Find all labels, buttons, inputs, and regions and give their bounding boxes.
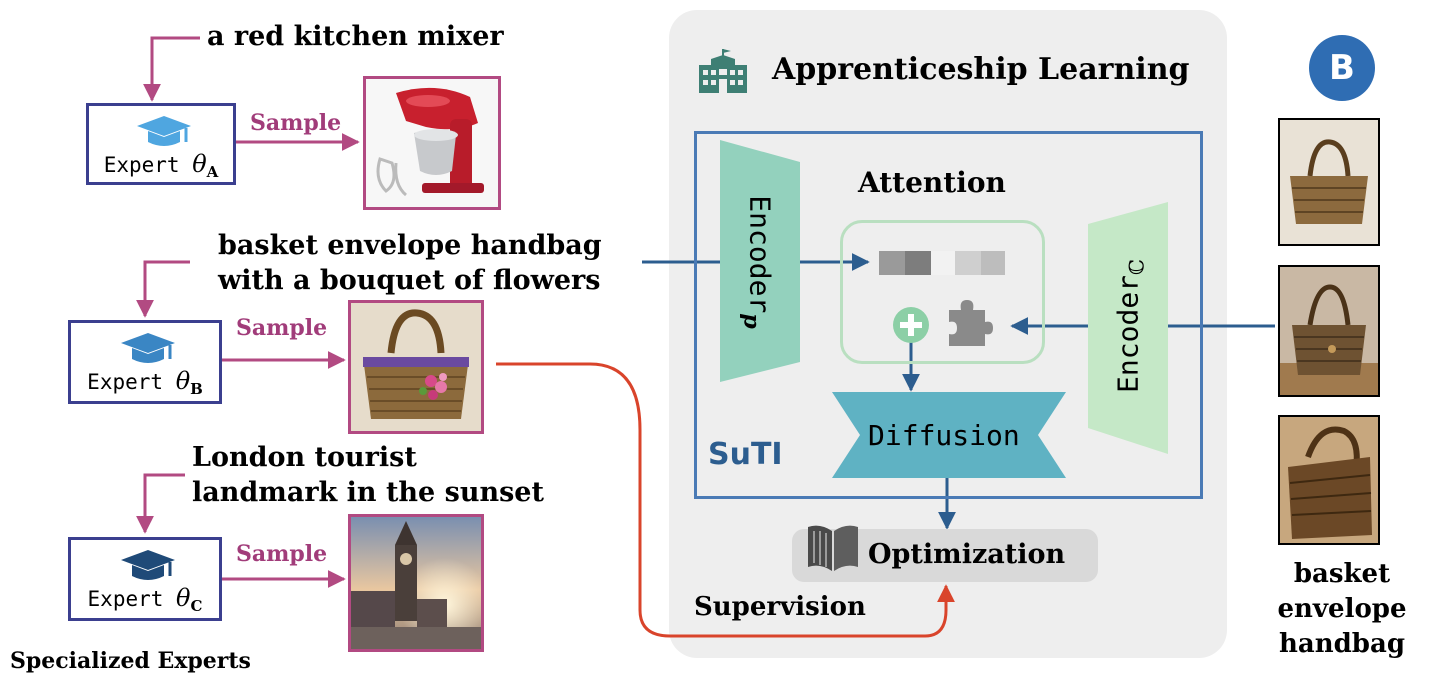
graduation-cap-icon — [137, 116, 191, 146]
prompt-b-line1: basket envelope handbag — [218, 230, 602, 261]
encoder-p-block — [720, 140, 800, 382]
diffusion-label: Diffusion — [868, 419, 1020, 452]
expert-a-label: Expert θA — [103, 150, 219, 181]
reference-caption: basket envelope handbag — [1250, 557, 1434, 662]
reference-caption-line-2: envelope — [1277, 594, 1407, 624]
prompt-b-line2: with a bouquet of flowers — [218, 265, 601, 296]
basket-flowers-image — [348, 300, 484, 434]
graduation-cap-icon — [121, 550, 175, 580]
supervision-label: Supervision — [694, 592, 866, 622]
mixer-image — [363, 76, 501, 210]
expert-c-label: Expert θC — [87, 584, 203, 615]
graduation-cap-icon — [121, 333, 175, 363]
panel-badge: B — [1309, 35, 1375, 101]
reference-image-3 — [1278, 415, 1380, 545]
panel-title: Apprenticeship Learning — [772, 52, 1190, 87]
suti-label: SuTI — [708, 437, 783, 472]
specialized-experts-caption: Specialized Experts — [10, 648, 251, 674]
encoder-c-block — [1088, 202, 1168, 454]
attention-title: Attention — [858, 166, 1006, 199]
sample-label-a: Sample — [250, 110, 342, 136]
prompt-c-line1: London tourist — [192, 442, 417, 473]
school-building-icon — [699, 49, 747, 93]
prompt-arrow-a — [143, 36, 200, 102]
optimization-label: Optimization — [868, 539, 1066, 570]
reference-image-2 — [1278, 265, 1380, 397]
reference-caption-line-3: handbag — [1278, 629, 1406, 659]
diffusion-block — [832, 392, 1066, 478]
encoder-c-label: Encoderℂ — [1111, 259, 1149, 393]
suti-box — [694, 131, 1203, 499]
open-book-icon — [808, 525, 858, 571]
supervision-arrow — [496, 362, 955, 638]
prompt-c-line2: landmark in the sunset — [192, 477, 544, 508]
encoder-p-label: Encoderp — [738, 195, 777, 329]
expert-c-box: Expert θC — [68, 537, 222, 621]
attention-token-bar — [879, 251, 1005, 275]
expert-b-box: Expert θB — [68, 320, 222, 404]
prompt-arrow-c — [136, 473, 185, 534]
sample-label-c: Sample — [236, 541, 328, 567]
expert-a-box: Expert θA — [86, 103, 236, 185]
plus-circle-icon — [893, 307, 929, 343]
sample-label-b: Sample — [236, 315, 328, 341]
prompt-a: a red kitchen mixer — [207, 21, 504, 52]
reference-image-1 — [1278, 118, 1380, 246]
london-sunset-image — [348, 514, 484, 652]
prompt-arrow-b — [136, 260, 190, 318]
expert-b-label: Expert θB — [87, 367, 203, 398]
attention-box — [840, 220, 1045, 364]
reference-caption-line-1: basket — [1293, 559, 1391, 589]
puzzle-piece-icon — [949, 300, 993, 346]
